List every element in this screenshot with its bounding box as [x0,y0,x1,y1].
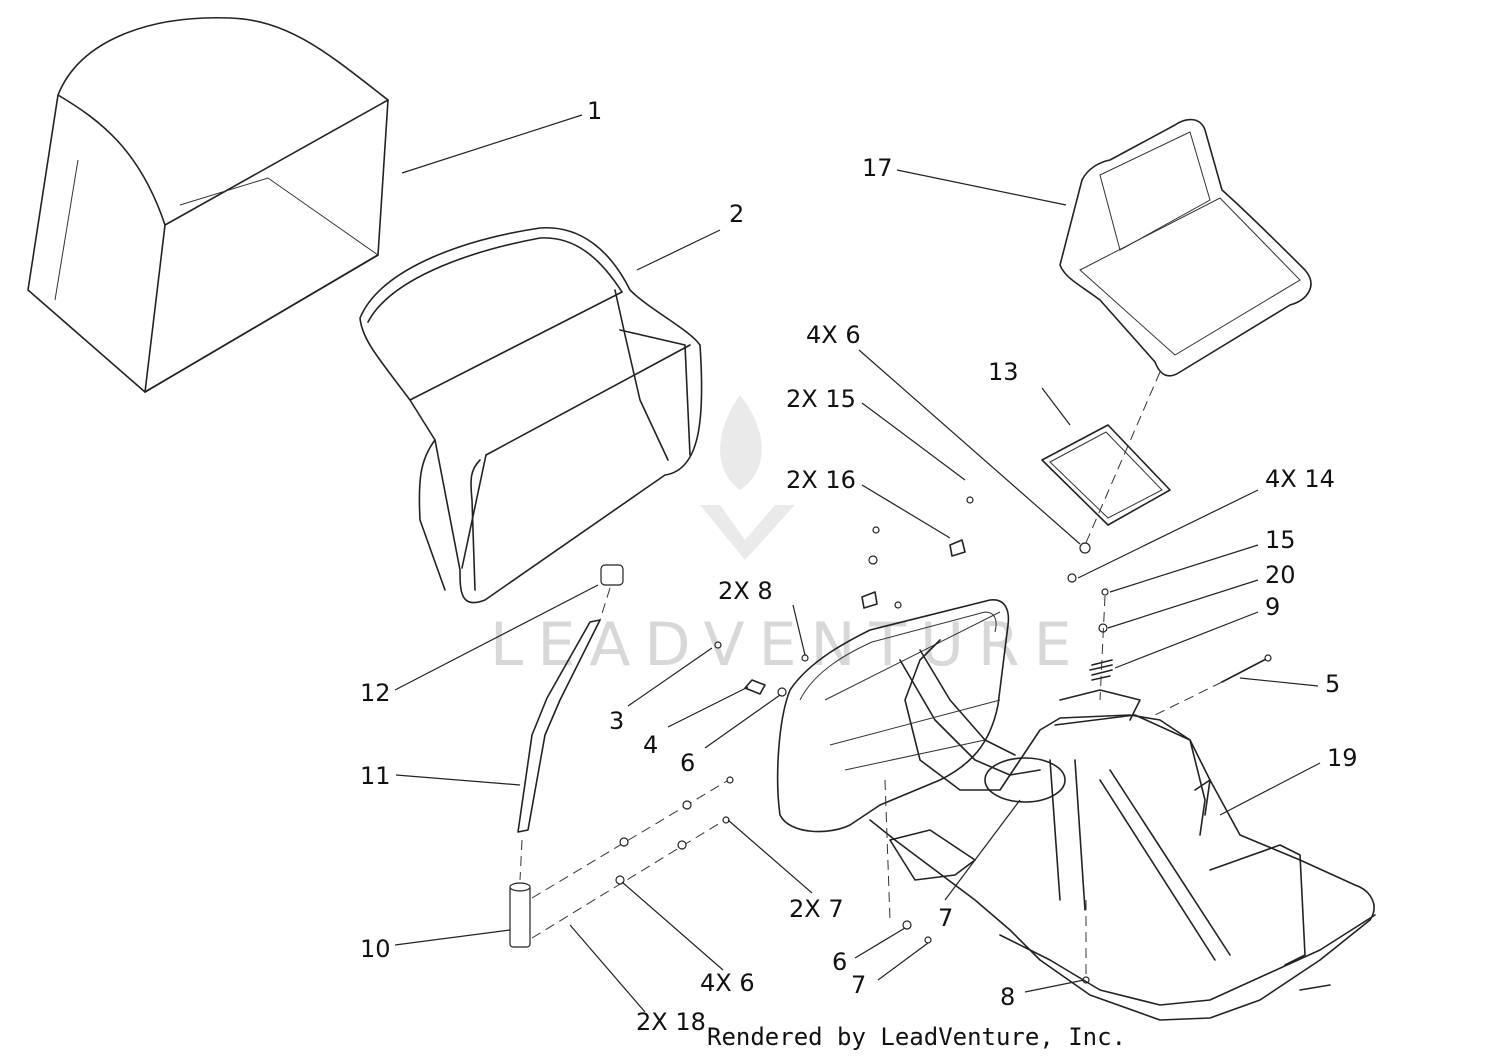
callout-5: 5 [1325,670,1340,698]
callout-6-low: 6 [832,948,847,976]
watermark-logo [700,395,795,560]
callout-2x7: 2X 7 [789,895,844,923]
callout-12: 12 [360,679,391,707]
hardware-3-4-6 [714,496,1090,984]
callout-2x16: 2X 16 [786,466,856,494]
part-19-main-frame [776,599,1376,1021]
part-13-seat-plate [1041,424,1171,583]
callout-labels: 1 2 17 4X 6 13 2X 15 2X 16 4X 14 15 20 9… [360,97,1358,1036]
credit-text: Rendered by LeadVenture, Inc. [707,1023,1126,1051]
part-2-bag-frame [359,227,703,604]
callout-3: 3 [609,707,624,735]
part-10-rod-tube [509,776,734,948]
callout-1: 1 [587,97,602,125]
part-12-handle-grip [599,564,624,621]
callout-8: 8 [1000,983,1015,1011]
callout-2: 2 [729,200,744,228]
callout-10: 10 [360,935,391,963]
part-17-seat [1059,118,1312,546]
hardware-axis-line [1099,595,1106,701]
callout-17: 17 [862,154,893,182]
part-11-lift-rod [517,619,601,833]
callout-9: 9 [1265,593,1280,621]
callout-2x18: 2X 18 [636,1008,706,1036]
callout-2x15: 2X 15 [786,385,856,413]
callout-4: 4 [643,731,658,759]
part-5-pin [1154,654,1272,716]
callout-13: 13 [988,358,1019,386]
callout-2x8: 2X 8 [718,577,773,605]
callout-20: 20 [1265,561,1296,589]
callout-6-mid: 6 [680,749,695,777]
callout-15: 15 [1265,526,1296,554]
part-1-bag-cover [27,16,389,393]
leader-lines [394,114,1321,1013]
callout-11: 11 [360,762,391,790]
callout-4x6-top: 4X 6 [806,321,861,349]
part-15-bolt [1101,588,1109,596]
callout-7-mid: 7 [938,904,953,932]
callout-7-low: 7 [851,971,866,999]
callout-19: 19 [1327,744,1358,772]
callout-4x6-low: 4X 6 [700,969,755,997]
callout-4x14: 4X 14 [1265,465,1335,493]
